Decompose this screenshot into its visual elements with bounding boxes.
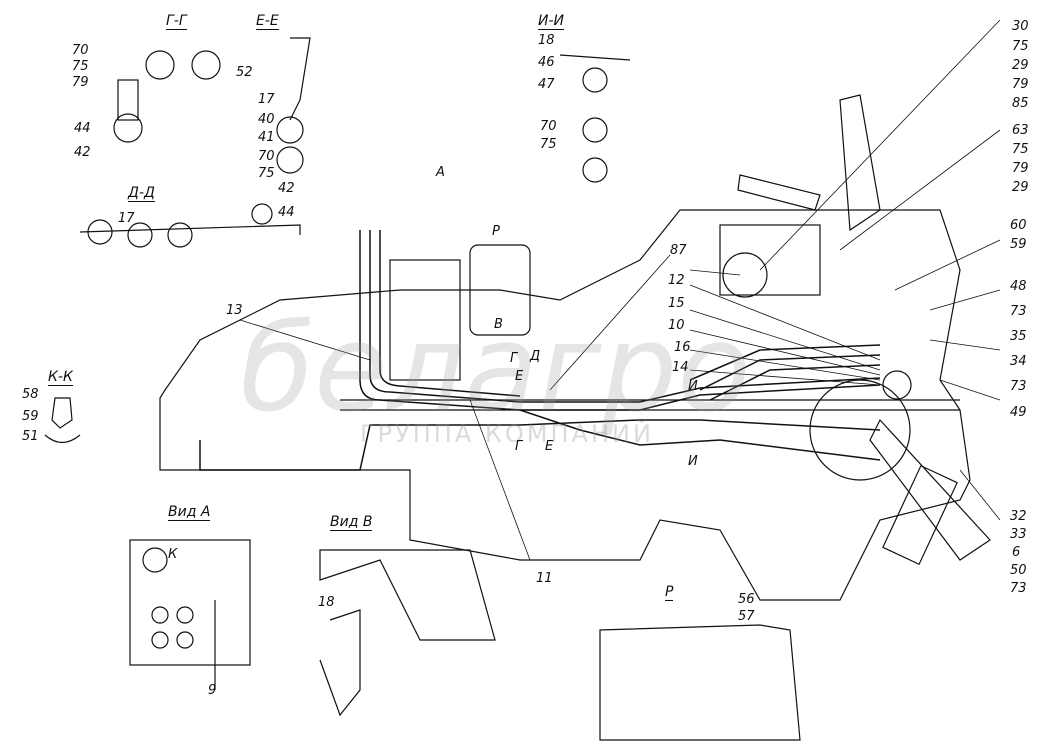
callout: 58 [22,387,39,402]
callout: 44 [278,205,295,220]
callout: 57 [738,609,755,624]
callout: 63 [1012,123,1029,138]
callout: 50 [1010,563,1027,578]
callout: 33 [1010,527,1027,542]
callout: 44 [74,121,91,136]
callout: 12 [668,273,685,288]
callout: 49 [1010,405,1027,420]
callout: 79 [72,75,89,90]
callout: 18 [538,33,555,48]
callout: 60 [1010,218,1027,233]
callout: 14 [672,360,689,375]
callout: 17 [118,211,135,226]
section-title-p: Р [665,584,674,601]
callout: 75 [258,166,275,181]
marker-k: К [168,547,178,562]
callout: 32 [1010,509,1027,524]
callout: 16 [674,340,691,355]
callout: 75 [72,59,89,74]
marker-p: Р [492,224,500,239]
callout: 34 [1010,354,1027,369]
callout: 35 [1010,329,1027,344]
callout: 18 [318,595,335,610]
section-title-view-v: Вид В [330,514,373,531]
section-title-view-a: Вид А [168,504,211,521]
callout: 56 [738,592,755,607]
marker-d: Д [530,349,541,364]
callout: 29 [1012,180,1029,195]
section-title-ii: И-И [538,13,564,30]
callout: 52 [236,65,253,80]
marker-e2: Е [545,439,554,454]
section-title-gg: Г-Г [166,13,187,30]
callout: 75 [1012,142,1029,157]
marker-i2: И [688,454,698,469]
section-title-dd: Д-Д [128,185,155,202]
callout: 13 [226,303,243,318]
callout: 79 [1012,161,1029,176]
watermark-subtitle: ГРУППА КОМПАНИЙ [360,420,654,448]
callout: 73 [1010,379,1027,394]
watermark-logo: белагро [240,300,751,439]
callout: 79 [1012,77,1029,92]
callout: 70 [72,43,89,58]
marker-g2: Г [515,439,523,454]
callout: 48 [1010,279,1027,294]
callout: 75 [540,137,557,152]
callout: 85 [1012,96,1029,111]
callout: 42 [278,181,295,196]
callout: 40 [258,112,275,127]
callout: 15 [668,296,685,311]
callout: 17 [258,92,275,107]
callout: 87 [670,243,687,258]
section-title-ee: Е-Е [256,13,279,30]
callout: 30 [1012,19,1029,34]
callout: 42 [74,145,91,160]
callout: 70 [258,149,275,164]
section-title-kk: К-К [48,369,73,386]
callout: 29 [1012,58,1029,73]
marker-a: А [436,165,445,180]
callout: 59 [1010,237,1027,252]
callout: 75 [1012,39,1029,54]
marker-e: Е [515,369,524,384]
callout: 70 [540,119,557,134]
callout: 6 [1012,545,1021,560]
callout: 59 [22,409,39,424]
marker-g: Г [510,351,518,366]
callout: 73 [1010,581,1027,596]
marker-i: И [688,379,698,394]
marker-b: В [494,317,503,332]
callout: 10 [668,318,685,333]
callout: 9 [208,683,217,698]
callout: 46 [538,55,555,70]
callout: 73 [1010,304,1027,319]
callout: 51 [22,429,39,444]
callout: 41 [258,130,275,145]
callout: 47 [538,77,555,92]
callout: 11 [536,571,553,586]
